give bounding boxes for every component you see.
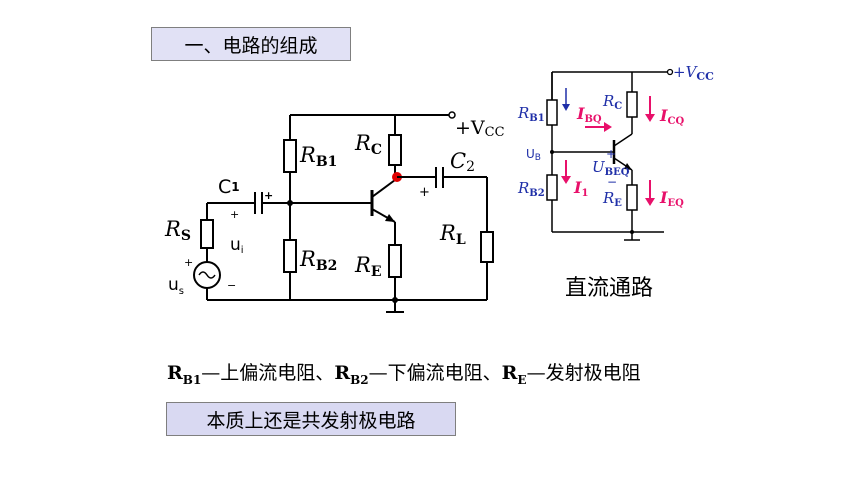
svg-text:−: − [227, 279, 236, 292]
dc-rb2-label: RB2 [517, 179, 545, 199]
rb1-label: RB1 [299, 143, 337, 170]
dc-i1-label: I1 [573, 178, 588, 199]
dc-vcc-terminal [666, 68, 674, 76]
legend-re-symbol: R [501, 362, 518, 384]
dc-re-label: RE [602, 189, 622, 209]
svg-text:+: + [230, 208, 239, 221]
dc-rb1-resistor [546, 99, 558, 126]
svg-text:+: + [184, 256, 193, 269]
resistor-legend: RB1—上偏流电阻、RB2—下偏流电阻、RE—发射极电阻 [167, 358, 641, 387]
dc-rb1-label: RB1 [517, 104, 545, 124]
dc-re-resistor [626, 184, 638, 211]
dc-ibq-label: IBQ [576, 104, 602, 125]
amplifier-circuit: +VCC RB1 RB2 RC RE RL RS C1 C2 ui us + +… [164, 111, 505, 313]
rs-resistor [200, 219, 214, 249]
rl-resistor [480, 231, 494, 263]
c2-label: C2 [450, 149, 475, 175]
rb2-label: RB2 [299, 247, 337, 274]
svg-text:−: − [607, 175, 617, 189]
legend-rb2-text: —下偏流电阻、 [368, 362, 502, 384]
dc-rc-label: RC [602, 92, 622, 112]
legend-rb2-symbol: R [334, 362, 351, 384]
svg-text:+: + [606, 147, 616, 161]
dc-rc-resistor [626, 91, 638, 118]
re-resistor [388, 244, 402, 278]
svg-text:+: + [264, 189, 273, 202]
re-label: RE [354, 253, 381, 280]
rb1-resistor [283, 139, 297, 173]
rb2-resistor [283, 239, 297, 273]
dc-ieq-label: IEQ [659, 188, 684, 209]
legend-re-text: —发射极电阻 [526, 362, 641, 384]
dc-ub-label: UB [526, 147, 541, 163]
vcc-label: +VCC [455, 117, 505, 140]
rs-label: RS [164, 217, 191, 244]
rl-label: RL [439, 221, 466, 248]
dc-rb2-resistor [546, 174, 558, 201]
legend-rb1-text: —上偏流电阻、 [201, 362, 335, 384]
dc-vcc-label: +VCC [673, 63, 714, 83]
summary-note: 本质上还是共发射极电路 [166, 402, 456, 436]
rc-resistor [388, 134, 402, 166]
svg-text:+: + [419, 185, 430, 200]
dc-path-label: 直流通路 [565, 276, 654, 301]
legend-rb2-sub: B2 [350, 372, 369, 387]
ui-label: ui [230, 235, 244, 256]
dc-path-circuit: +VCC RB1 RB2 UB RC RE IBQ ICQ IEQ I1 UBE… [517, 63, 714, 241]
legend-rb1-symbol: R [167, 362, 183, 384]
rc-label: RC [354, 131, 382, 158]
c1-label: C1 [218, 176, 240, 198]
summary-note-text: 本质上还是共发射极电路 [206, 409, 416, 432]
section-title-text: 一、电路的组成 [184, 34, 318, 57]
section-title: 一、电路的组成 [151, 27, 351, 61]
us-label: us [168, 275, 184, 297]
vcc-terminal [448, 111, 456, 119]
dc-icq-label: ICQ [659, 106, 684, 127]
legend-re-sub: E [517, 372, 527, 387]
legend-rb1-sub: B1 [182, 372, 202, 387]
dc-ubeq-label: UBEQ [592, 158, 630, 178]
